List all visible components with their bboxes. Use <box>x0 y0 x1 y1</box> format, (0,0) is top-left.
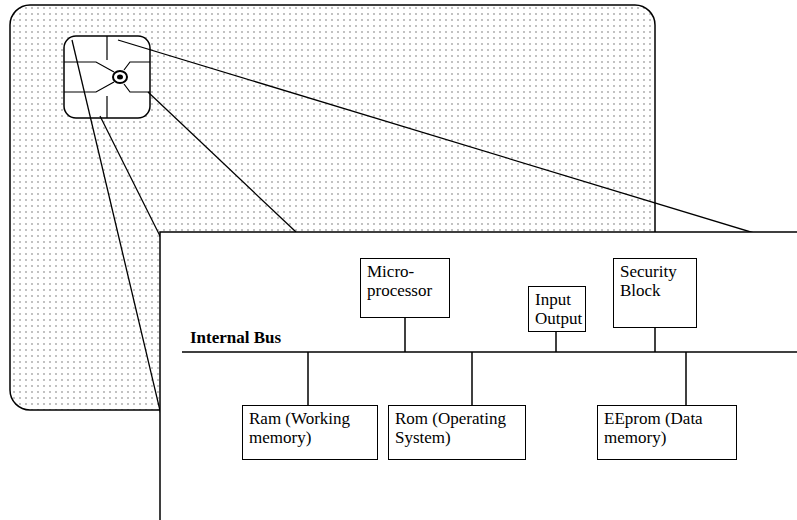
bus-stub <box>654 328 656 352</box>
bus-stub <box>307 352 309 405</box>
bus-stub <box>471 352 473 405</box>
ram-box: Ram (Working memory) <box>242 405 378 460</box>
bus-stub <box>404 318 406 352</box>
box-label: Rom (Operating System) <box>395 409 519 447</box>
box-label: Security Block <box>620 262 690 300</box>
chip-panel <box>160 232 797 520</box>
io-box: Input Output <box>528 286 586 332</box>
box-label: Micro- processor <box>367 262 443 300</box>
internal-bus-line <box>182 351 797 353</box>
eeprom-box: EEprom (Data memory) <box>597 405 737 460</box>
security-box: Security Block <box>613 258 697 328</box>
box-label: Input Output <box>535 290 579 328</box>
box-label: Ram (Working memory) <box>249 409 371 447</box>
bus-stub <box>555 332 557 352</box>
rom-box: Rom (Operating System) <box>388 405 526 460</box>
box-label: EEprom (Data memory) <box>604 409 730 447</box>
chip-contact <box>64 36 150 118</box>
bus-label: Internal Bus <box>190 328 281 348</box>
bus-stub <box>685 352 687 405</box>
processor-box: Micro- processor <box>360 258 450 318</box>
